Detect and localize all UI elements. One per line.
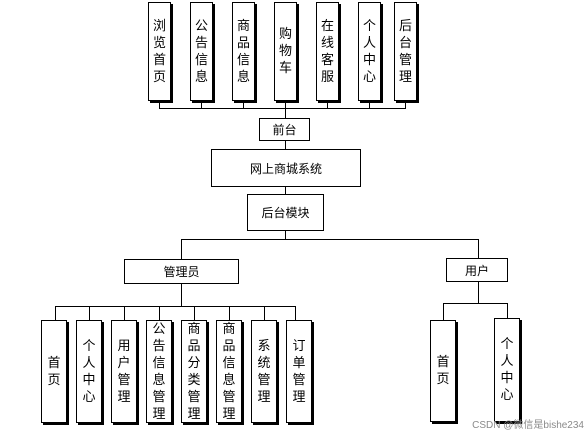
watermark-text: CSDN @微信是bishe234 (472, 420, 584, 431)
front-module-browse-home: 浏览首页 (148, 2, 171, 101)
admin-module-home: 首页 (41, 320, 67, 423)
front-module-online-service: 在线客服 (316, 2, 339, 101)
backend-node: 后台模块 (247, 194, 324, 231)
front-module-personal-center: 个人中心 (358, 2, 381, 101)
system-node: 网上商城系统 (211, 149, 361, 187)
admin-module-system-management: 系统管理 (251, 320, 277, 423)
user-node: 用户 (446, 258, 508, 282)
admin-module-user-management: 用户管理 (111, 320, 137, 423)
admin-module-announcement-management: 公告信息管理 (146, 320, 172, 423)
user-module-personal-center: 个人中心 (494, 318, 520, 422)
admin-module-personal-center: 个人中心 (76, 320, 102, 423)
front-node: 前台 (259, 118, 310, 141)
front-module-admin-panel: 后台管理 (394, 2, 417, 101)
admin-node: 管理员 (124, 259, 239, 284)
admin-module-order-management: 订单管理 (286, 320, 312, 423)
user-module-home: 首页 (430, 320, 456, 422)
admin-module-product-management: 商品信息管理 (216, 320, 242, 423)
admin-module-category-management: 商品分类管理 (181, 320, 207, 423)
front-module-cart: 购物车 (274, 2, 297, 101)
front-module-products: 商品信息 (232, 2, 255, 101)
front-module-announcements: 公告信息 (190, 2, 213, 101)
